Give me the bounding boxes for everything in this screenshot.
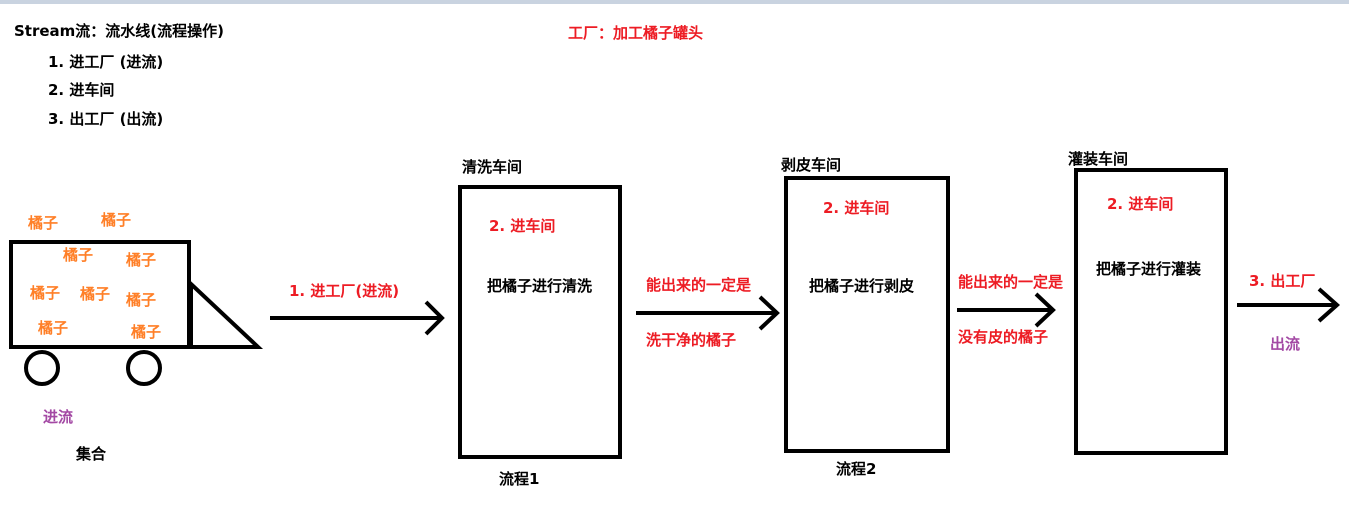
orange-label: 橘子	[126, 251, 157, 269]
collection-label: 集合	[76, 445, 107, 463]
arrow-2-bottom-label: 洗干净的橘子	[646, 331, 737, 349]
workshop-3-name: 灌装车间	[1068, 150, 1129, 168]
factory-title: 工厂：加工橘子罐头	[568, 24, 704, 42]
orange-label: 橘子	[131, 323, 162, 341]
step-2-text: 2. 进车间	[48, 81, 115, 99]
workshop-3-box	[1074, 168, 1228, 455]
workshop-2-name: 剥皮车间	[781, 156, 842, 174]
truck-wheel-left	[24, 350, 60, 386]
arrow-3-head	[1034, 292, 1056, 328]
orange-label: 橘子	[126, 291, 157, 309]
truck-wheel-right	[126, 350, 162, 386]
workshop-3-enter: 2. 进车间	[1107, 195, 1174, 213]
workshop-3-action: 把橘子进行灌装	[1096, 260, 1202, 278]
workshop-1-enter: 2. 进车间	[489, 217, 556, 235]
workshop-1-name: 清洗车间	[462, 158, 523, 176]
step-3-text: 3. 出工厂 (出流)	[48, 110, 164, 128]
workshop-2-flow: 流程2	[836, 460, 877, 478]
workshop-1-box	[458, 185, 622, 459]
enter-stream-label: 进流	[43, 408, 74, 426]
arrow-4-head	[1317, 287, 1341, 323]
arrow-3-top-label: 能出来的一定是	[958, 273, 1064, 291]
orange-label: 橘子	[80, 285, 111, 303]
arrow-2-head	[758, 295, 780, 331]
diagram-title: Stream流：流水线(流程操作)	[14, 22, 225, 40]
orange-label: 橘子	[63, 246, 94, 264]
orange-label: 橘子	[38, 319, 69, 337]
truck-cab	[189, 279, 264, 349]
orange-label: 橘子	[30, 284, 61, 302]
workshop-2-action: 把橘子进行剥皮	[809, 277, 915, 295]
workshop-1-action: 把橘子进行清洗	[487, 277, 593, 295]
workshop-2-enter: 2. 进车间	[823, 199, 890, 217]
step-1-text: 1. 进工厂 (进流)	[48, 53, 164, 71]
arrow-3-bottom-label: 没有皮的橘子	[958, 328, 1049, 346]
workshop-2-box	[784, 176, 950, 453]
orange-label: 橘子	[28, 214, 59, 232]
orange-label: 橘子	[101, 211, 132, 229]
workshop-1-flow: 流程1	[499, 470, 540, 488]
arrow-2-top-label: 能出来的一定是	[646, 276, 752, 294]
arrow-1-label: 1. 进工厂(进流)	[289, 282, 400, 300]
arrow-1-head	[424, 300, 445, 336]
exit-stream-label: 出流	[1270, 335, 1301, 353]
top-border	[0, 0, 1349, 4]
arrow-4-label: 3. 出工厂	[1249, 272, 1316, 290]
